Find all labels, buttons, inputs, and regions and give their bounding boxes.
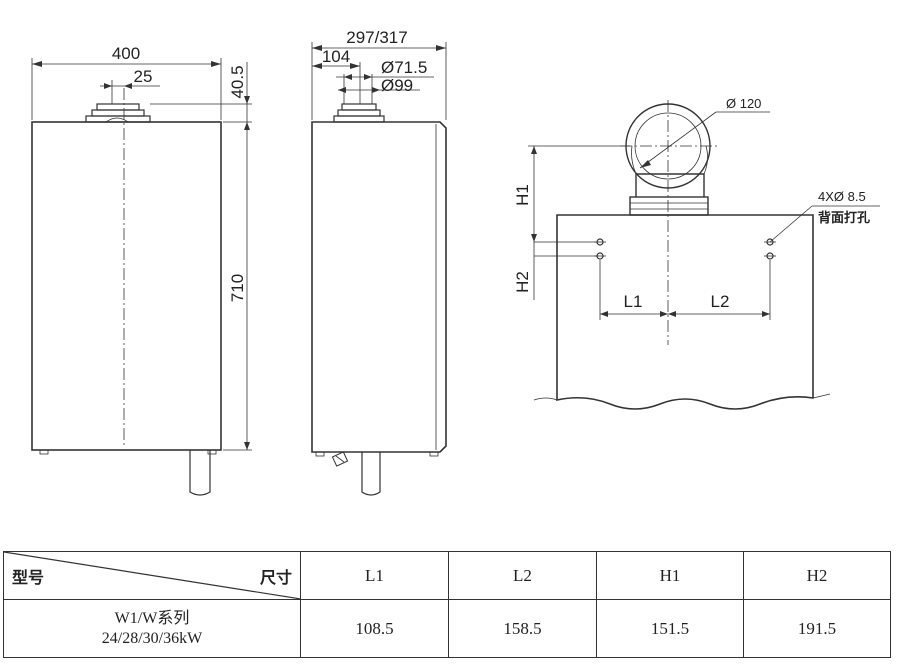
detail-h2-label: H2 <box>513 271 532 293</box>
side-boiler-body <box>311 121 447 453</box>
table-value-l1: 108.5 <box>300 599 449 658</box>
detail-flue-base <box>629 173 709 216</box>
detail-l1-label: L1 <box>624 292 643 311</box>
detail-h1-label: H1 <box>513 184 532 206</box>
side-flue-depth-dimension <box>312 62 361 104</box>
side-flue-depth-label: 104 <box>322 47 350 66</box>
detail-l-dimensions <box>599 260 771 320</box>
table-value-h2: 191.5 <box>743 599 891 658</box>
table-header-l2: L2 <box>448 551 597 600</box>
table-value-l2: 158.5 <box>448 599 597 658</box>
front-height-label: 710 <box>228 274 247 302</box>
front-flue-collar <box>85 103 151 123</box>
front-width-dimension <box>31 58 222 120</box>
detail-h-dimensions <box>528 145 630 300</box>
detail-elbow-diameter-leader <box>639 111 770 169</box>
side-depth-dimension <box>311 42 447 120</box>
table-header-l1: L1 <box>300 551 449 600</box>
table-model-series: W1/W系列 <box>114 609 190 627</box>
front-width-label: 400 <box>112 44 140 63</box>
side-bottom-pipe <box>361 452 381 496</box>
detail-break-left <box>533 397 558 401</box>
side-foot-back <box>315 451 325 457</box>
detail-elbow-diameter-label: Ø 120 <box>726 96 761 111</box>
detail-break-right <box>812 393 831 399</box>
side-outer-diameter-label: Ø99 <box>381 76 413 95</box>
table-corner-size-label: 尺寸 <box>259 568 292 587</box>
front-view: 400 25 40.5 710 <box>31 44 252 496</box>
detail-holes-note: 背面打孔 <box>818 210 870 226</box>
side-diameter-dimensions <box>336 74 434 104</box>
side-foot-front <box>429 451 439 457</box>
front-top-height-label: 40.5 <box>228 65 247 98</box>
front-foot-right <box>207 449 217 455</box>
detail-view: Ø 120 4XØ 8.5 背面打孔 <box>513 96 880 410</box>
table-corner-model-label: 型号 <box>12 568 45 587</box>
table-header-row: 型号 尺寸 L1 L2 H1 H2 <box>3 551 891 600</box>
table-header-h1: H1 <box>596 551 744 600</box>
table-header-h2: H2 <box>743 551 891 600</box>
front-foot-left <box>39 449 49 455</box>
detail-l2-label: L2 <box>711 292 730 311</box>
table-corner-diagonal <box>4 552 300 599</box>
table-value-h1: 151.5 <box>596 599 744 658</box>
table-model-cell: W1/W系列 24/28/30/36kW <box>3 599 301 658</box>
front-flue-offset-label: 25 <box>134 67 153 86</box>
detail-boiler-body <box>556 214 814 410</box>
front-top-height-dimension <box>150 62 252 451</box>
table-row: W1/W系列 24/28/30/36kW 108.5 158.5 151.5 1… <box>3 599 891 658</box>
table-corner-cell: 型号 尺寸 <box>3 551 301 600</box>
side-view: 297/317 104 Ø71.5 Ø99 <box>311 28 447 496</box>
technical-drawing: 400 25 40.5 710 <box>31 28 880 496</box>
front-flue-offset-dimension <box>100 80 160 104</box>
front-bottom-pipe <box>189 450 211 496</box>
side-depth-label: 297/317 <box>346 28 407 47</box>
table-model-power: 24/28/30/36kW <box>101 629 203 647</box>
front-boiler-body <box>31 121 222 451</box>
side-valve-handle <box>331 451 349 467</box>
side-inner-diameter-label: Ø71.5 <box>381 58 427 77</box>
detail-holes-leader <box>769 205 880 243</box>
detail-holes-label: 4XØ 8.5 <box>818 189 866 204</box>
side-flue-collar <box>333 103 385 123</box>
spec-table: 型号 尺寸 L1 L2 H1 H2 W1/W系列 24/28/30/36kW 1… <box>3 551 891 658</box>
